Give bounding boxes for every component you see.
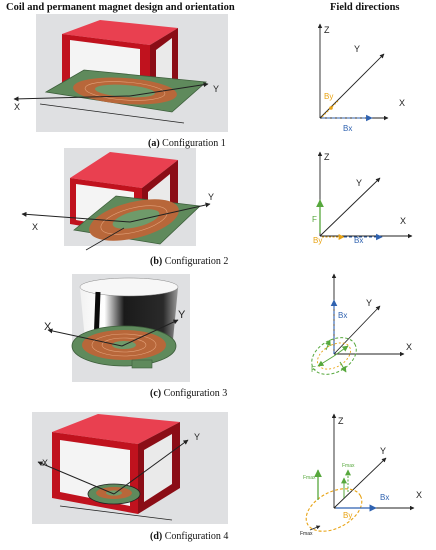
config4-fd-z-label: Z — [338, 416, 344, 426]
config2-fd-x-label: X — [400, 216, 406, 226]
config4-render: X Y — [32, 412, 228, 524]
config2-y-label: Y — [208, 192, 214, 202]
config4-field-diagram: Z Y X Bx By Fmax Fmax Fmax — [300, 413, 422, 537]
config4-fmax-top-label: Fmax — [342, 463, 355, 469]
config2-fd-y-label: Y — [356, 178, 362, 188]
config4-by-label: By — [343, 511, 352, 520]
config1-by-label: By — [324, 92, 333, 101]
config1-fd-y-label: Y — [354, 44, 360, 54]
config1-fd-z-label: Z — [324, 25, 330, 35]
config2-f-label: F — [312, 215, 317, 224]
config4-fd-x-label: X — [416, 490, 422, 500]
config2-x-label: X — [32, 222, 38, 232]
config3-fd-y-label: Y — [366, 298, 372, 308]
config4-fmax-left-label: Fmax — [303, 475, 316, 481]
config2-bx-label: Bx — [354, 236, 363, 245]
config2-fd-z-label: Z — [324, 152, 330, 162]
config3-x-label: X — [44, 321, 52, 333]
config4-bx-label: Bx — [380, 493, 389, 502]
config1-bx-label: Bx — [343, 124, 352, 133]
config1-field-diagram: Z Y X By Bx — [317, 23, 405, 133]
config1-x-label: X — [14, 102, 20, 112]
caption-config1: (a) Configuration 1 — [148, 138, 226, 149]
config4-x-label: X — [42, 458, 48, 468]
config1-y-label: Y — [213, 84, 219, 94]
config1-fd-x-label: X — [399, 98, 405, 108]
config4-fd-y-label: Y — [380, 446, 386, 456]
config3-f-label: F — [311, 365, 316, 374]
config3-bx-label: Bx — [338, 311, 347, 320]
config3-field-diagram: Y X Bx F — [311, 273, 412, 375]
config2-field-diagram: Z Y X F By Bx — [312, 151, 413, 245]
config3-y-label: Y — [178, 309, 186, 321]
config3-render: X Y — [44, 274, 190, 382]
config3-fd-x-label: X — [406, 342, 412, 352]
config4-fmin-label: Fmax — [300, 531, 313, 537]
config4-y-label: Y — [194, 432, 200, 442]
header-field-directions: Field directions — [330, 2, 400, 13]
header-coil-magnet-design: Coil and permanent magnet design and ori… — [6, 2, 235, 13]
config1-render: X Y — [13, 14, 228, 132]
caption-config3: (c) Configuration 3 — [150, 388, 228, 399]
caption-config2: (b) Configuration 2 — [150, 256, 229, 267]
caption-config4: (d) Configuration 4 — [150, 531, 229, 542]
config2-by-label: By — [313, 236, 322, 245]
config2-render: X Y — [21, 148, 214, 251]
